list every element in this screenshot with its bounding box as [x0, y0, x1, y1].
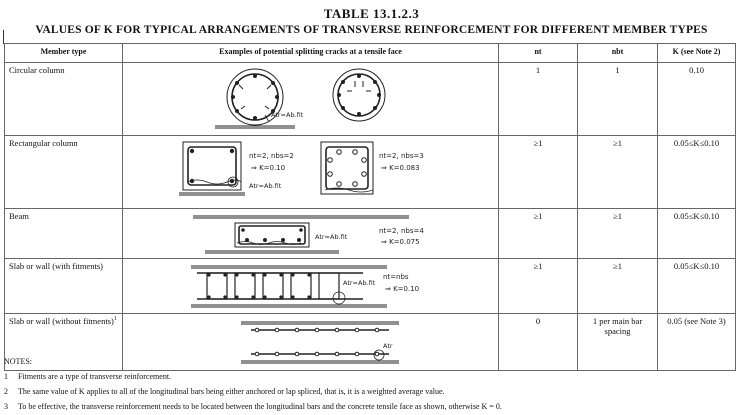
notes-section: NOTES: 1 Fitments are a type of transver… — [4, 354, 739, 414]
nt-cell: 1 — [498, 62, 578, 136]
rect-column-left-diagram — [179, 141, 245, 196]
header-k: K (see Note 2) — [657, 43, 736, 63]
table-row: Slab or wall (with fitments) — [4, 258, 736, 314]
k-label: ⇒ K=0.10 — [385, 285, 419, 293]
k-cell: 0.05 (see Note 3) — [657, 313, 736, 371]
slab-without-fitments-figure: Atr — [122, 313, 499, 371]
k-values-table: Member type Examples of potential splitt… — [4, 43, 736, 371]
member-type-label: Slab or wall (without fitments) — [9, 316, 114, 326]
member-type-cell: Circular column — [4, 62, 123, 136]
circular-column-diagram-right — [332, 68, 386, 122]
note-number: 1 — [4, 372, 8, 381]
nbt-cell: ≥1 — [577, 258, 658, 314]
atr-label: Atr — [383, 342, 393, 350]
header-nbt: nbt — [577, 43, 658, 63]
right-n-label: nt=2, nbs=3 — [379, 152, 424, 160]
k-cell: 0.05≤K≤0.10 — [657, 135, 736, 209]
note-text: Fitments are a type of transverse reinfo… — [18, 372, 172, 381]
table-title: TABLE 13.1.2.3 — [323, 6, 420, 21]
notes-heading: NOTES: — [4, 357, 32, 366]
left-n-label: nt=2, nbs=2 — [249, 152, 294, 160]
circular-column-diagram — [215, 68, 295, 129]
circular-column-figure: Atr=Ab.fit — [122, 62, 499, 136]
member-type-cell: Rectangular column — [4, 135, 123, 209]
table-row: Circular column — [4, 62, 736, 136]
slab-with-fitments-diagram — [191, 265, 387, 308]
member-type-cell: Slab or wall (with fitments) — [4, 258, 123, 314]
note-item: 3 To be effective, the transverse reinfo… — [4, 399, 739, 414]
table-subtitle: VALUES OF K FOR TYPICAL ARRANGEMENTS OF … — [35, 24, 708, 36]
beam-diagram — [193, 215, 409, 254]
table-row: Slab or wall (without fitments)1 — [4, 313, 736, 371]
slab-without-fitments-diagram — [241, 321, 399, 364]
atr-label: Atr=Ab.fit — [343, 279, 376, 287]
member-type-cell: Beam — [4, 208, 123, 259]
nt-cell: ≥1 — [498, 208, 578, 259]
note-number: 3 — [4, 402, 8, 411]
nt-cell: ≥1 — [498, 135, 578, 209]
note-text: To be effective, the transverse reinforc… — [18, 402, 502, 411]
rect-column-right-diagram — [320, 141, 374, 195]
header-member-type: Member type — [4, 43, 123, 63]
nt-cell: 0 — [498, 313, 578, 371]
n-label: nt=2, nbs=4 — [379, 227, 424, 235]
atr-label: Atr=Ab.fit — [249, 182, 282, 190]
nbt-cell: ≥1 — [577, 208, 658, 259]
header-nt: nt — [498, 43, 578, 63]
note-text: The same value of K applies to all of th… — [18, 387, 445, 396]
header-row: Member type Examples of potential splitt… — [4, 43, 736, 63]
member-type-footnote: 1 — [113, 316, 117, 323]
note-item: 2 The same value of K applies to all of … — [4, 384, 739, 399]
beam-figure: Atr=Ab.fit nt=2, nbs=4 ⇒ K=0.075 — [122, 208, 499, 259]
k-label: ⇒ K=0.075 — [381, 238, 420, 246]
table-row: Rectangular column — [4, 135, 736, 209]
n-label: nt=nbs — [383, 273, 409, 281]
nt-cell: ≥1 — [498, 258, 578, 314]
nbt-cell: 1 — [577, 62, 658, 136]
nbt-cell: 1 per main bar spacing — [577, 313, 658, 371]
margin-bar — [3, 30, 4, 44]
k-cell: 0.10 — [657, 62, 736, 136]
nbt-cell: ≥1 — [577, 135, 658, 209]
atr-label: Atr=Ab.fit — [315, 233, 348, 241]
member-type-cell: Slab or wall (without fitments)1 — [4, 313, 123, 371]
table-row: Beam — [4, 208, 736, 259]
k-cell: 0.05≤K≤0.10 — [657, 208, 736, 259]
atr-label: Atr=Ab.fit — [271, 111, 304, 119]
header-examples: Examples of potential splitting cracks a… — [122, 43, 499, 63]
slab-with-fitments-figure: Atr=Ab.fit nt=nbs ⇒ K=0.10 — [122, 258, 499, 314]
rectangular-column-figure: nt=2, nbs=2 ⇒ K=0.10 Atr=Ab.fit — [122, 135, 499, 209]
note-item: 1 Fitments are a type of transverse rein… — [4, 369, 739, 384]
left-k-label: ⇒ K=0.10 — [251, 164, 285, 172]
k-cell: 0.05≤K≤0.10 — [657, 258, 736, 314]
note-number: 2 — [4, 387, 8, 396]
right-k-label: ⇒ K=0.083 — [381, 164, 420, 172]
